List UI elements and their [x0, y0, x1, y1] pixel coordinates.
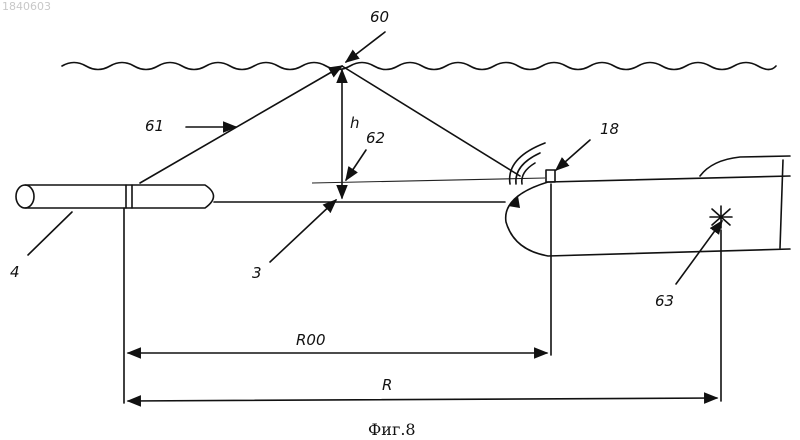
ray-60-down [342, 66, 520, 176]
figure-caption: Фиг.8 [368, 420, 416, 439]
watermark-number: 1840603 [2, 0, 51, 13]
label-r: R [382, 376, 392, 394]
label-63: 63 [655, 292, 674, 310]
leader-62 [346, 150, 366, 180]
label-60: 60 [370, 8, 389, 26]
dimension-r [128, 398, 717, 401]
leader-18 [556, 140, 590, 170]
leader-4 [28, 212, 72, 255]
leader-60 [346, 32, 385, 62]
ray-61-up [140, 66, 342, 183]
label-62: 62 [366, 129, 385, 147]
label-h: h [350, 114, 360, 132]
label-3: 3 [252, 264, 262, 282]
water-surface [62, 63, 776, 70]
label-r00: R00 [296, 331, 326, 349]
target-point-63 [710, 206, 732, 228]
towed-body-4 [16, 185, 214, 208]
leader-3 [270, 200, 336, 262]
label-4: 4 [10, 263, 20, 281]
label-18: 18 [600, 120, 619, 138]
ship-hull [506, 143, 790, 256]
label-61: 61 [145, 117, 164, 135]
